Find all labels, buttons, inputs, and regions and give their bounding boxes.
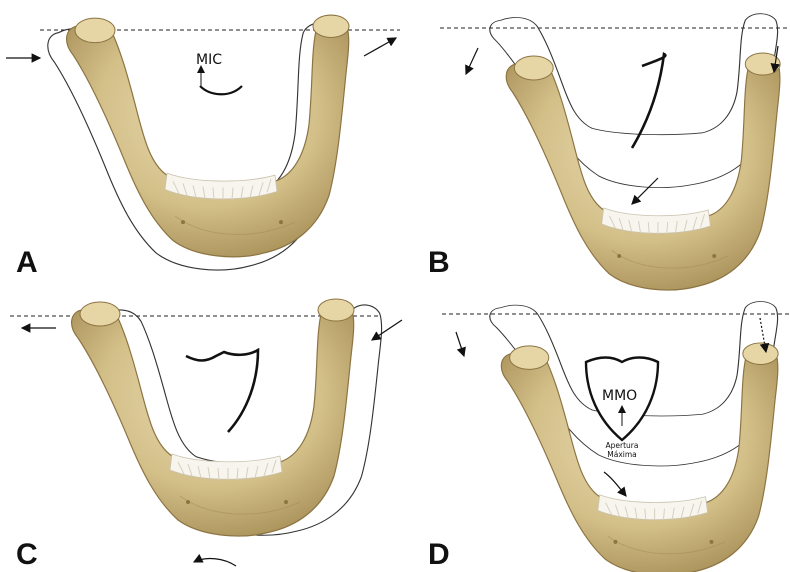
panel-label-d: D xyxy=(428,538,450,571)
mic-annotation: MIC xyxy=(196,52,222,68)
panel-label-a: A xyxy=(16,246,38,279)
panel-label-b: B xyxy=(428,246,450,279)
panel-a: MIC A xyxy=(6,15,400,279)
motion-trace xyxy=(200,86,242,94)
maxima-label: Máxima xyxy=(607,450,637,459)
panel-c: C xyxy=(10,299,402,571)
mandible-bone xyxy=(506,53,780,290)
arrow-down-left xyxy=(456,332,464,356)
mandible-bone xyxy=(72,299,354,536)
panel-d: MMO Apertura Máxima D xyxy=(428,302,790,572)
mmo-annotation: MMO xyxy=(602,388,637,404)
panel-label-c: C xyxy=(16,538,38,571)
motion-trace xyxy=(186,350,258,432)
arrow-down-left xyxy=(372,320,402,340)
arrow-opening xyxy=(604,472,626,496)
panel-b: B xyxy=(428,14,790,290)
arrow-opening xyxy=(632,178,658,204)
arrow-curved xyxy=(194,559,236,566)
apertura-label: Apertura xyxy=(606,441,639,450)
arrow-up-right xyxy=(364,38,396,56)
arrow-down-left xyxy=(466,48,478,74)
